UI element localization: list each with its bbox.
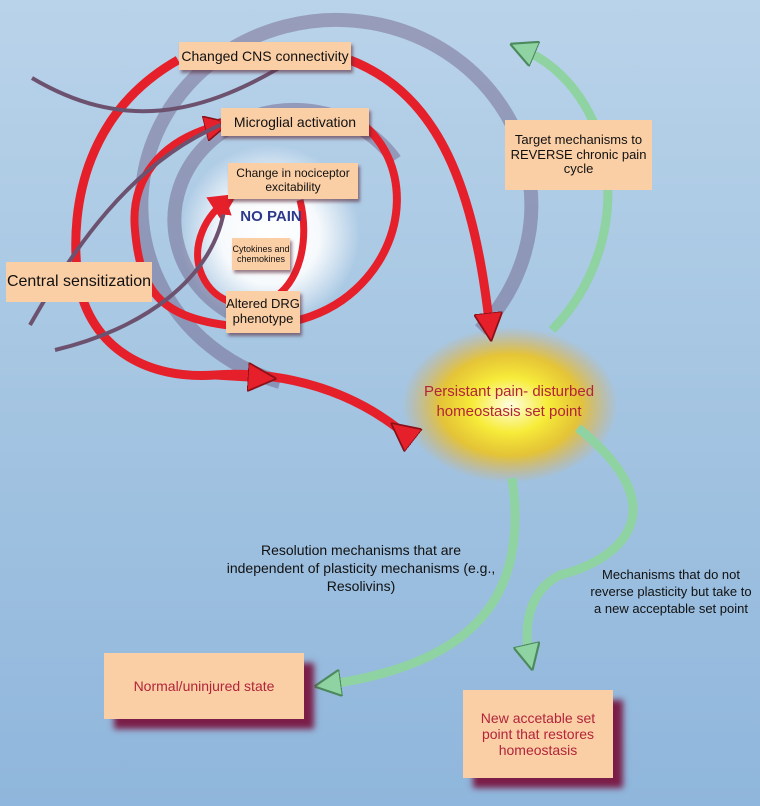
altered-drg-phenotype-box: Altered DRG phenotype (226, 291, 300, 333)
target-mechanisms-box: Target mechanisms to REVERSE chronic pai… (505, 120, 652, 190)
grey-arrow-upper (30, 53, 302, 114)
new-acceptable-set-point-box: New accetable set point that restores ho… (463, 690, 613, 778)
middle-ring-arrow (130, 122, 401, 331)
resolution-mechanisms-label: Resolution mechanisms that are independe… (226, 542, 496, 595)
microglial-activation-box: Microglial activation (221, 108, 369, 136)
non-reversing-mechanisms-label: Mechanisms that do not reverse plasticit… (590, 567, 752, 616)
green-arrow-resolution (325, 477, 520, 685)
cytokines-chemokines-box: Cytokines and chemokines (232, 238, 290, 270)
persistent-glow (402, 327, 618, 483)
outer-ring-arrow (348, 55, 490, 330)
nociceptor-excitability-box: Change in nociceptor excitability (228, 163, 358, 199)
persistent-pain-label: Persistant pain- disturbed homeostasis s… (423, 383, 595, 420)
central-sensitization-box: Central sensitization (6, 262, 152, 302)
green-arrow-new-set-point (527, 424, 638, 660)
grey-arrow-lower (54, 198, 232, 352)
normal-uninjured-state-box: Normal/uninjured state (104, 653, 304, 719)
changed-cns-connectivity-box: Changed CNS connectivity (179, 42, 351, 70)
outer-ring-lower-arrow (71, 56, 400, 430)
no-pain-label: NO PAIN (240, 208, 302, 225)
